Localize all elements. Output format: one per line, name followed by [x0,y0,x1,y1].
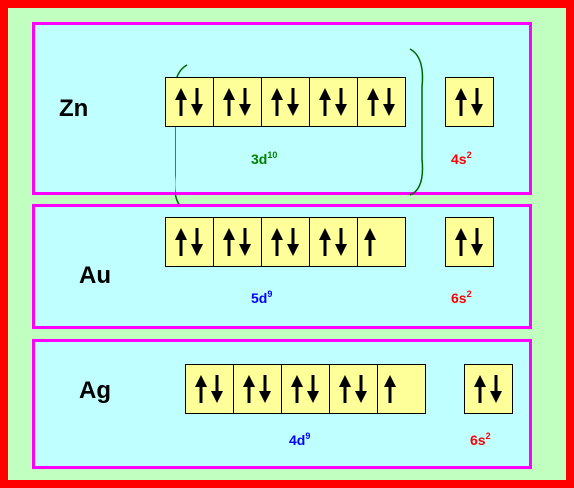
electron-pair-arrows-icon [455,88,483,116]
orbital-box [446,78,493,126]
label-3d10: 3d10 [251,150,278,168]
element-symbol-zn: Zn [59,95,89,122]
electron-pair-arrows-icon [223,228,251,256]
orbital-box [262,218,310,266]
electron-up-arrow-icon [384,375,396,403]
electron-pair-arrows-icon [319,88,347,116]
orbital-box [310,78,358,126]
orbital-box [282,365,330,413]
electron-pair-arrows-icon [271,228,299,256]
gold-panel: Au 5d9 6s2 [32,204,532,329]
orbital-box [358,218,405,266]
electron-pair-arrows-icon [291,375,319,403]
electron-pair-arrows-icon [455,228,483,256]
electron-pair-arrows-icon [195,375,223,403]
electron-pair-arrows-icon [367,88,395,116]
orbital-row-6s-ag [464,364,513,414]
orbital-box [330,365,378,413]
orbital-row-3d [165,77,406,127]
electron-pair-arrows-icon [339,375,367,403]
label-4d9: 4d9 [289,431,311,449]
orbital-box [166,78,214,126]
orbital-row-6s [445,217,494,267]
electron-pair-arrows-icon [319,228,347,256]
zinc-panel: Zn 3d10 4s2 [32,22,532,212]
label-6s2-au: 6s2 [451,289,472,307]
element-symbol-au: Au [79,262,111,289]
electron-pair-arrows-icon [474,375,502,403]
bracket-3d-group-right-icon [409,48,424,196]
orbital-box [166,218,214,266]
electron-pair-arrows-icon [271,88,299,116]
orbital-box [378,365,425,413]
electron-pair-arrows-icon [243,375,271,403]
orbital-box [186,365,234,413]
label-4s2: 4s2 [451,150,472,168]
orbital-box [262,78,310,126]
element-symbol-ag: Ag [79,377,111,404]
silver-panel: Ag 4d9 6s2 [32,339,532,469]
orbital-box [465,365,512,413]
orbital-box [446,218,493,266]
electron-pair-arrows-icon [175,88,203,116]
orbital-row-4s [445,77,494,127]
electron-up-arrow-icon [364,228,376,256]
label-6s2-ag: 6s2 [470,431,491,449]
orbital-box [214,78,262,126]
orbital-box [310,218,358,266]
electron-pair-arrows-icon [175,228,203,256]
orbital-row-5d [165,217,406,267]
electron-pair-arrows-icon [223,88,251,116]
orbital-row-4d [185,364,426,414]
orbital-box [214,218,262,266]
orbital-box [358,78,405,126]
orbital-box [234,365,282,413]
label-5d9: 5d9 [251,289,273,307]
